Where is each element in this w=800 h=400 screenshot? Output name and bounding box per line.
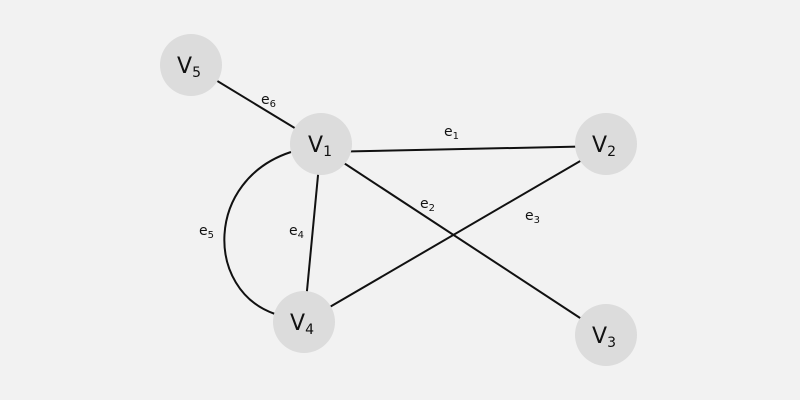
edge-label-e3: e3 (525, 208, 540, 226)
edge-e3 (303, 145, 607, 323)
edge-label-e5: e5 (199, 223, 214, 241)
svg-text:V5: V5 (177, 54, 201, 81)
vertex-v5: V5 (160, 34, 222, 96)
edge-label-e4: e4 (289, 223, 304, 241)
svg-text:V1: V1 (308, 133, 332, 160)
vertex-v3: V3 (575, 304, 637, 366)
edge-label-e2: e2 (420, 196, 435, 214)
edge-e2 (320, 147, 607, 336)
edge-e5 (223, 151, 292, 315)
edge-label-e1: e1 (444, 124, 459, 142)
vertex-v2: V2 (575, 113, 637, 175)
vertex-v4: V4 (273, 291, 335, 353)
edge-e1 (320, 145, 607, 153)
svg-text:V4: V4 (290, 311, 314, 338)
vertex-v1: V1 (290, 113, 352, 175)
edge-label-e6: e6 (261, 92, 276, 110)
svg-text:V3: V3 (592, 324, 616, 351)
svg-text:V2: V2 (592, 133, 616, 160)
